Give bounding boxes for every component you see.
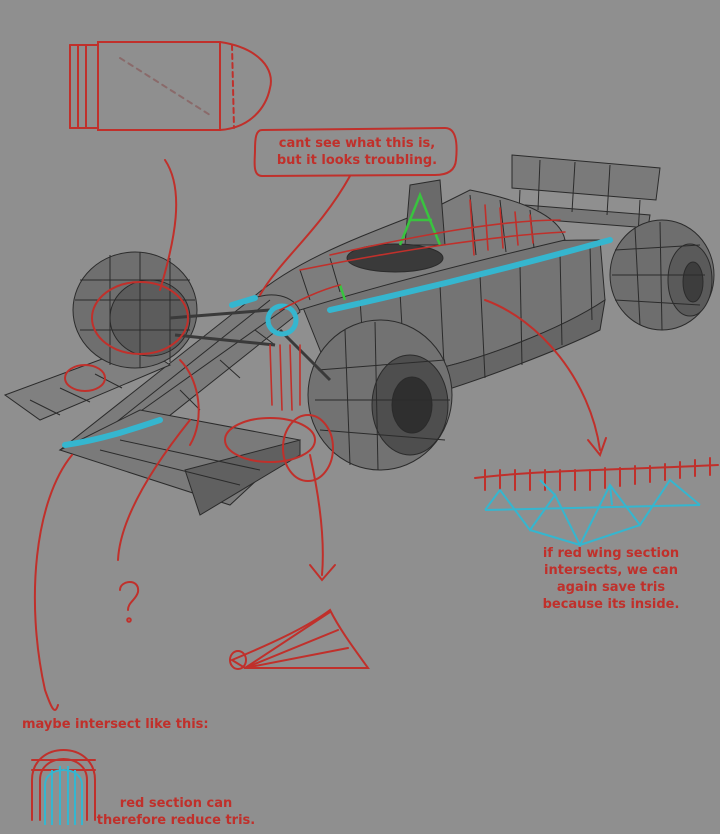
capsule-sketch	[69, 41, 272, 131]
arch-sketch	[31, 749, 96, 821]
cone-arrow	[309, 454, 336, 582]
green-wire-highlight	[338, 191, 442, 301]
intersect-note: maybe intersect like this:	[22, 717, 209, 732]
wing-profile-sketch	[474, 457, 719, 491]
car-mesh	[3, 154, 715, 516]
wing-note: if red wing section intersects, we can a…	[542, 546, 680, 612]
cyan-truss-sketch	[484, 478, 701, 548]
front-wing	[3, 344, 302, 516]
red-paintover	[31, 41, 719, 821]
speech-bubble	[253, 126, 458, 296]
cone-sketch	[229, 608, 370, 670]
suspension	[169, 308, 332, 382]
reduce-note: red section can therefore reduce tris.	[96, 796, 256, 828]
front-right-tyre	[307, 319, 453, 471]
cyan-arch-sketch	[44, 766, 83, 825]
bubble-note: cant see what this is, but it looks trou…	[276, 136, 438, 168]
cyan-edge-highlight	[62, 237, 613, 448]
rear-tyre	[609, 219, 715, 331]
front-left-tyre	[72, 251, 198, 369]
wing-arrow	[484, 299, 607, 458]
